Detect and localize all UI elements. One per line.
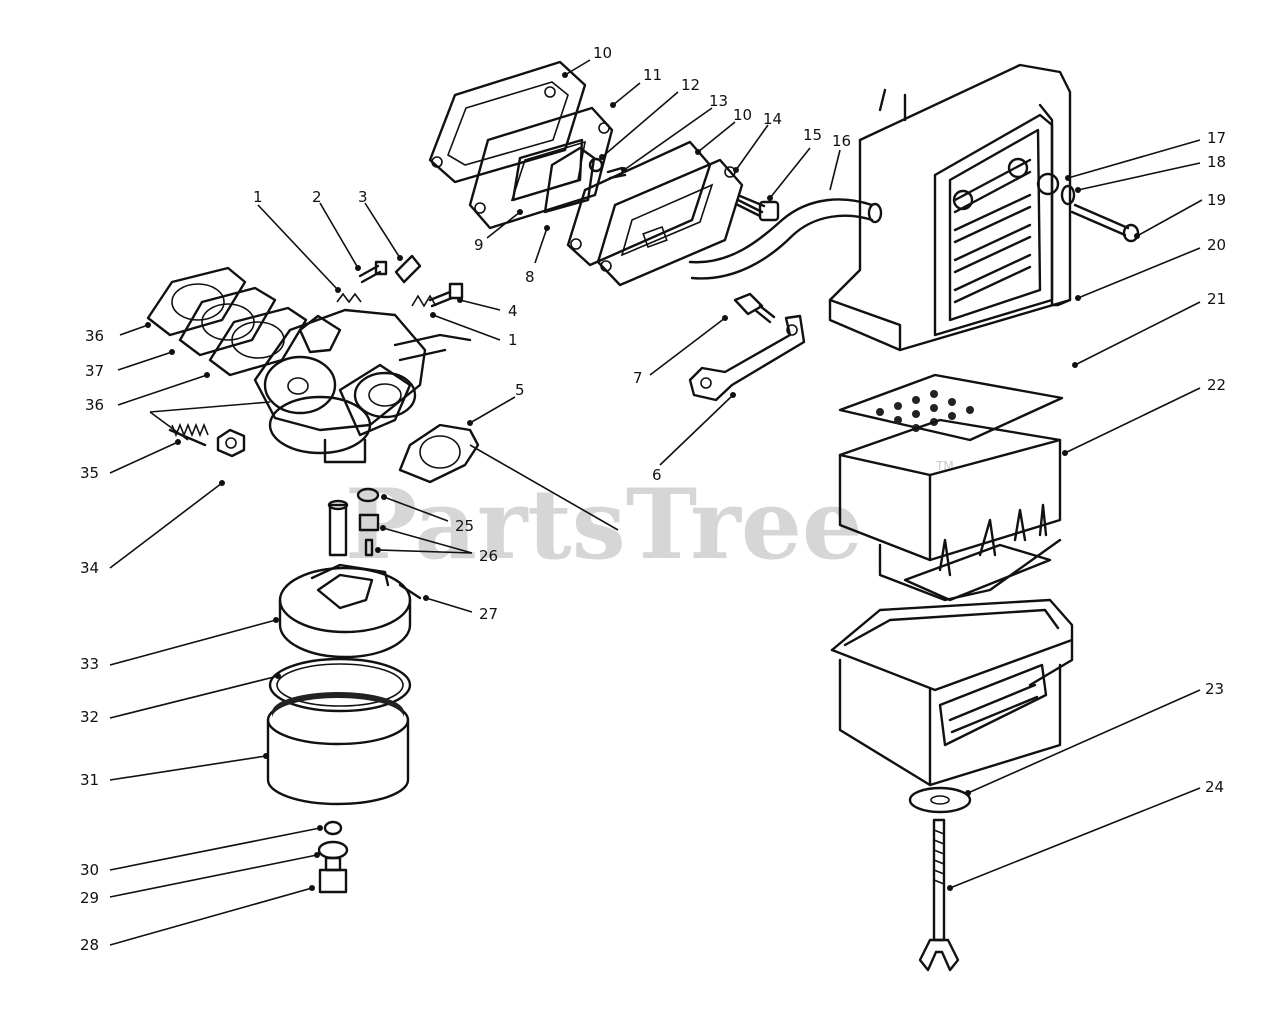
part-washer-29 [317, 840, 349, 860]
part-air-cleaner-cover-20 [828, 63, 1072, 352]
callout-36-bottom: 36 [85, 396, 104, 414]
callout-21: 21 [1207, 290, 1226, 308]
part-screen-21 [838, 373, 1064, 442]
callout-13: 13 [709, 92, 728, 110]
leader-lines [109, 59, 1203, 946]
part-cover-plate-14 [596, 158, 744, 287]
part-washer-25 [356, 487, 380, 503]
part-gasket-10-top [428, 60, 587, 184]
callout-7: 7 [633, 369, 643, 387]
callout-6: 6 [652, 466, 662, 484]
part-screw-30 [323, 820, 343, 836]
callout-16: 16 [832, 132, 851, 150]
part-nut-34 [216, 428, 246, 458]
callout-27: 27 [479, 605, 498, 623]
callout-17: 17 [1207, 129, 1226, 147]
part-screw-3 [394, 254, 422, 284]
part-element-22 [838, 418, 1062, 562]
callout-26: 26 [479, 547, 498, 565]
part-carburetor-body [253, 308, 472, 464]
callout-14: 14 [763, 110, 782, 128]
watermark: PartsTree TM [345, 459, 954, 581]
callout-3: 3 [358, 188, 368, 206]
callout-15: 15 [803, 126, 822, 144]
callout-2: 2 [312, 188, 322, 206]
part-washer-23 [908, 786, 972, 814]
part-washer-18 [1060, 184, 1076, 206]
callout-23: 23 [1205, 680, 1224, 698]
part-screw-4 [428, 282, 464, 308]
callout-30: 30 [80, 861, 99, 879]
part-spring-1-top [336, 292, 362, 304]
callout-31: 31 [80, 771, 99, 789]
callout-25: 25 [455, 517, 474, 535]
part-spring-35 [168, 422, 209, 447]
part-gasket-ring-32 [268, 657, 412, 713]
callout-35: 35 [80, 464, 99, 482]
callout-9: 9 [474, 236, 484, 254]
part-gasket-9 [511, 138, 584, 202]
part-bolt-15 [734, 194, 780, 222]
part-air-cleaner-base [830, 598, 1074, 787]
callout-20: 20 [1207, 236, 1226, 254]
callout-10-top: 10 [593, 44, 612, 62]
callout-19: 19 [1207, 191, 1226, 209]
part-base-plate [878, 503, 1062, 602]
callout-4: 4 [508, 302, 518, 320]
part-gasket-36-left [146, 266, 247, 337]
callout-24: 24 [1205, 778, 1224, 796]
callout-11: 11 [643, 66, 662, 84]
callout-labels: 1 2 3 4 1 5 6 7 8 9 10 11 12 13 10 14 15… [80, 44, 1226, 954]
part-pin-27 [398, 583, 422, 600]
part-bolt-28 [318, 856, 348, 894]
callout-5: 5 [515, 381, 525, 399]
part-hose-16 [688, 198, 883, 280]
watermark-text: PartsTree [345, 468, 863, 581]
part-spring-1-right [411, 294, 437, 308]
callout-34: 34 [80, 559, 99, 577]
callout-32: 32 [80, 708, 99, 726]
callout-28: 28 [80, 936, 99, 954]
part-float-33 [278, 563, 412, 659]
callout-1-right: 1 [508, 331, 518, 349]
callout-29: 29 [80, 889, 99, 907]
part-nozzle [327, 499, 349, 557]
part-screw-2 [358, 260, 388, 284]
callout-33: 33 [80, 655, 99, 673]
part-screw-19 [1070, 203, 1140, 243]
callout-36-top: 36 [85, 327, 104, 345]
part-gasket-10-second [566, 140, 712, 267]
callout-22: 22 [1207, 376, 1226, 394]
callout-1-top: 1 [253, 188, 263, 206]
part-flange-gasket-5 [398, 423, 480, 484]
callout-12: 12 [681, 76, 700, 94]
callout-8: 8 [525, 268, 535, 286]
part-bowl-31 [266, 692, 410, 806]
part-bracket-6 [688, 314, 806, 402]
callout-10-second: 10 [733, 106, 752, 124]
part-bolt-7 [733, 292, 776, 324]
part-jet-26 [358, 513, 380, 557]
callout-18: 18 [1207, 153, 1226, 171]
callout-37: 37 [85, 362, 104, 380]
part-wing-bolt-24 [918, 818, 960, 972]
